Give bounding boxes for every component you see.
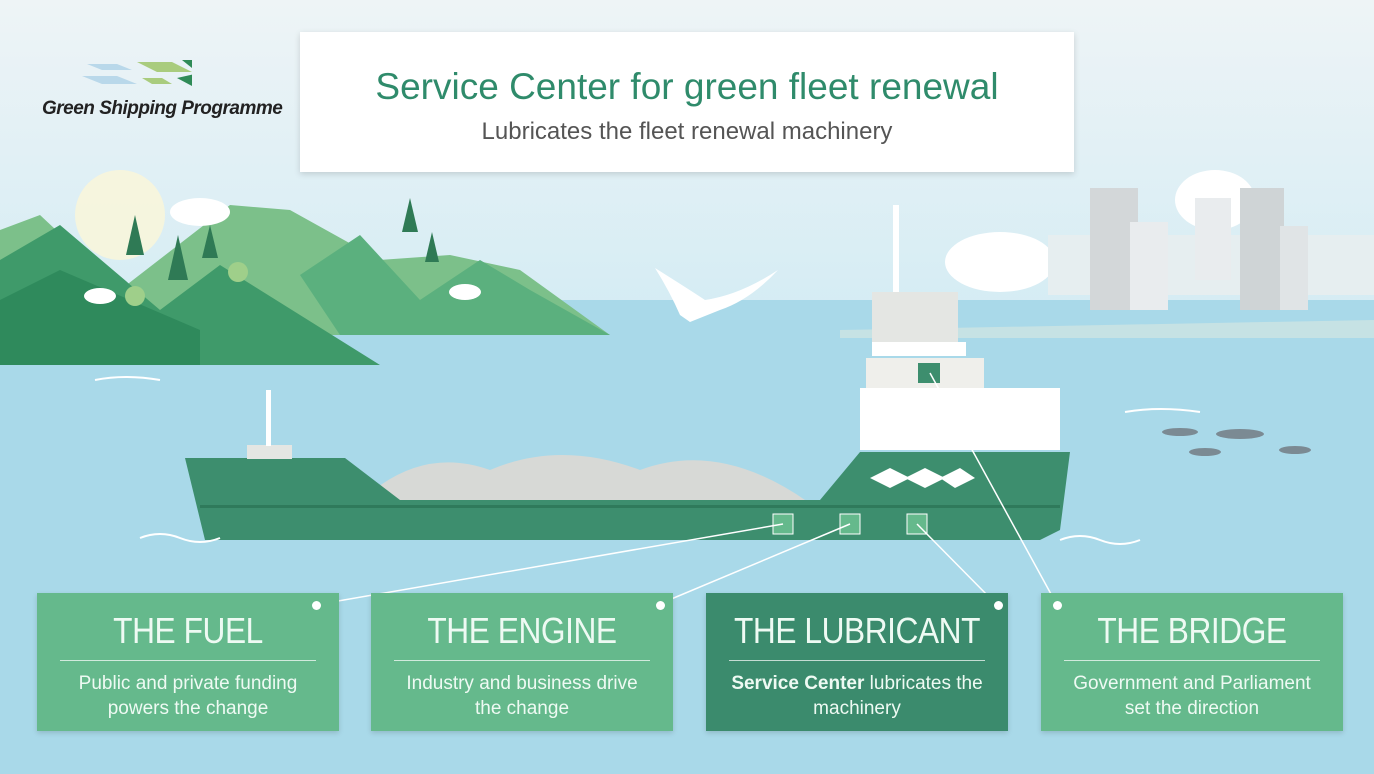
logo-text: Green Shipping Programme <box>42 98 283 119</box>
connector-lines <box>314 372 1058 606</box>
card-title: THE FUEL <box>113 610 263 651</box>
divider <box>60 660 316 661</box>
header-box: Service Center for green fleet renewal L… <box>300 32 1074 172</box>
card-title: THE BRIDGE <box>1097 610 1287 651</box>
seagull-icon <box>655 268 778 322</box>
connector-dot <box>994 601 1003 610</box>
card-title: THE LUBRICANT <box>734 610 980 651</box>
divider <box>729 660 985 661</box>
card-lubricant: THE LUBRICANT Service Center lubricates … <box>706 593 1008 731</box>
card-text: Government and Parliament set the direct… <box>1073 673 1311 719</box>
card-engine: THE ENGINE Industry and business drive t… <box>371 593 673 731</box>
divider <box>1064 660 1320 661</box>
connector-dot <box>656 601 665 610</box>
waves <box>94 376 1201 545</box>
city-buildings <box>840 188 1374 338</box>
hills <box>0 205 610 365</box>
card-text: Industry and business drive the change <box>406 673 638 719</box>
trees <box>125 198 439 306</box>
card-text-rest: lubricates the machinery <box>813 673 983 719</box>
fish <box>1162 428 1311 456</box>
connector-dot <box>312 601 321 610</box>
connector-dot <box>1053 601 1062 610</box>
card-bridge: THE BRIDGE Government and Parliament set… <box>1041 593 1343 731</box>
card-title: THE ENGINE <box>427 610 617 651</box>
divider <box>394 660 650 661</box>
logo-mark-icon <box>82 60 227 86</box>
ship <box>185 205 1070 540</box>
card-text: Public and private funding powers the ch… <box>78 673 298 719</box>
card-text-bold: Service Center <box>731 673 865 694</box>
card-fuel: THE FUEL Public and private funding powe… <box>37 593 339 731</box>
logo: Green Shipping Programme <box>42 56 283 119</box>
card-text: Service Center lubricates the machinery <box>706 671 1008 721</box>
page-subtitle: Lubricates the fleet renewal machinery <box>481 118 893 145</box>
page-title: Service Center for green fleet renewal <box>375 66 999 107</box>
